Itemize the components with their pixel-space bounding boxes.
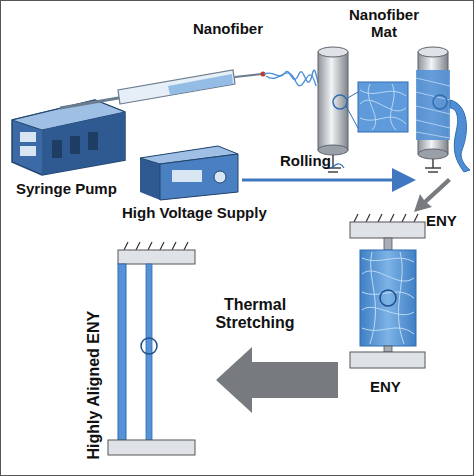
text-label: High Voltage Supply — [122, 204, 302, 221]
text-label: Rolling — [280, 152, 350, 169]
text-label: ENY — [370, 378, 420, 395]
collector-drum — [416, 47, 470, 172]
text-label: Nanofiber Mat — [343, 6, 425, 41]
text-label: Thermal Stretching — [205, 296, 305, 333]
text-label: Nanofiber — [193, 20, 293, 37]
stretching-frame — [350, 214, 425, 368]
stretching-frame — [108, 242, 195, 455]
process-arrow — [414, 178, 451, 212]
voltage-supply — [140, 146, 238, 200]
fiber-jet — [264, 70, 322, 86]
process-arrow — [242, 179, 410, 182]
process-arrow — [216, 347, 338, 413]
text-label: ENY — [426, 212, 470, 229]
text-label: Syringe Pump — [16, 180, 136, 197]
text-label: Highly Aligned ENY — [85, 311, 103, 460]
nanofiber-mat — [358, 82, 408, 132]
